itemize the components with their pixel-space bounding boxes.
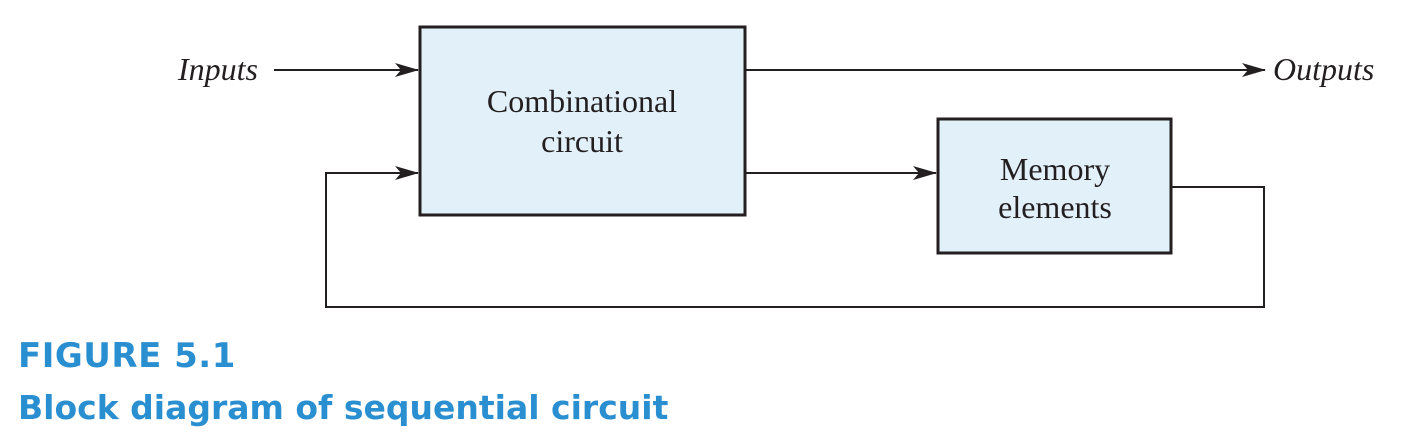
combinational-block-label-line1: Combinational xyxy=(487,83,677,119)
memory-elements-block xyxy=(936,117,1173,255)
combinational-circuit-block xyxy=(418,25,747,217)
memory-block-label-line2: elements xyxy=(998,189,1112,225)
feedback-path xyxy=(325,166,1265,308)
memory-block-label-line1: Memory xyxy=(1000,151,1110,187)
combinational-block-label-line2: circuit xyxy=(541,123,623,159)
sequential-circuit-diagram: Inputs Combinational circuit Outputs Mem… xyxy=(177,25,1374,308)
figure-title: Block diagram of sequential circuit xyxy=(18,388,669,427)
outputs-label: Outputs xyxy=(1273,51,1374,87)
figure-number: FIGURE 5.1 xyxy=(18,336,236,376)
inputs-label: Inputs xyxy=(177,51,258,87)
